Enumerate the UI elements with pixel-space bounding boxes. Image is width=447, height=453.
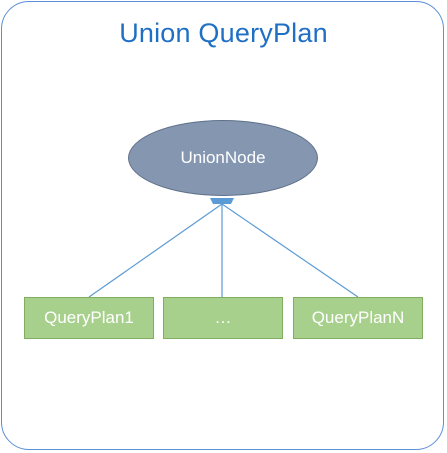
query-plan-label: QueryPlanN <box>311 308 405 327</box>
connector-line-1 <box>88 203 223 298</box>
query-plan-box: QueryPlan1 <box>24 297 154 339</box>
query-plan-label: QueryPlan1 <box>44 308 134 327</box>
query-plan-box: … <box>163 297 283 339</box>
query-plan-box: QueryPlanN <box>293 297 423 339</box>
query-plan-label: … <box>214 308 232 327</box>
connector-arrowhead <box>210 198 234 204</box>
union-node-label: UnionNode <box>180 148 266 167</box>
connector-line-3 <box>221 203 359 298</box>
diagram-title: Union QueryPlan <box>119 18 328 48</box>
union-node: UnionNode <box>128 120 318 196</box>
